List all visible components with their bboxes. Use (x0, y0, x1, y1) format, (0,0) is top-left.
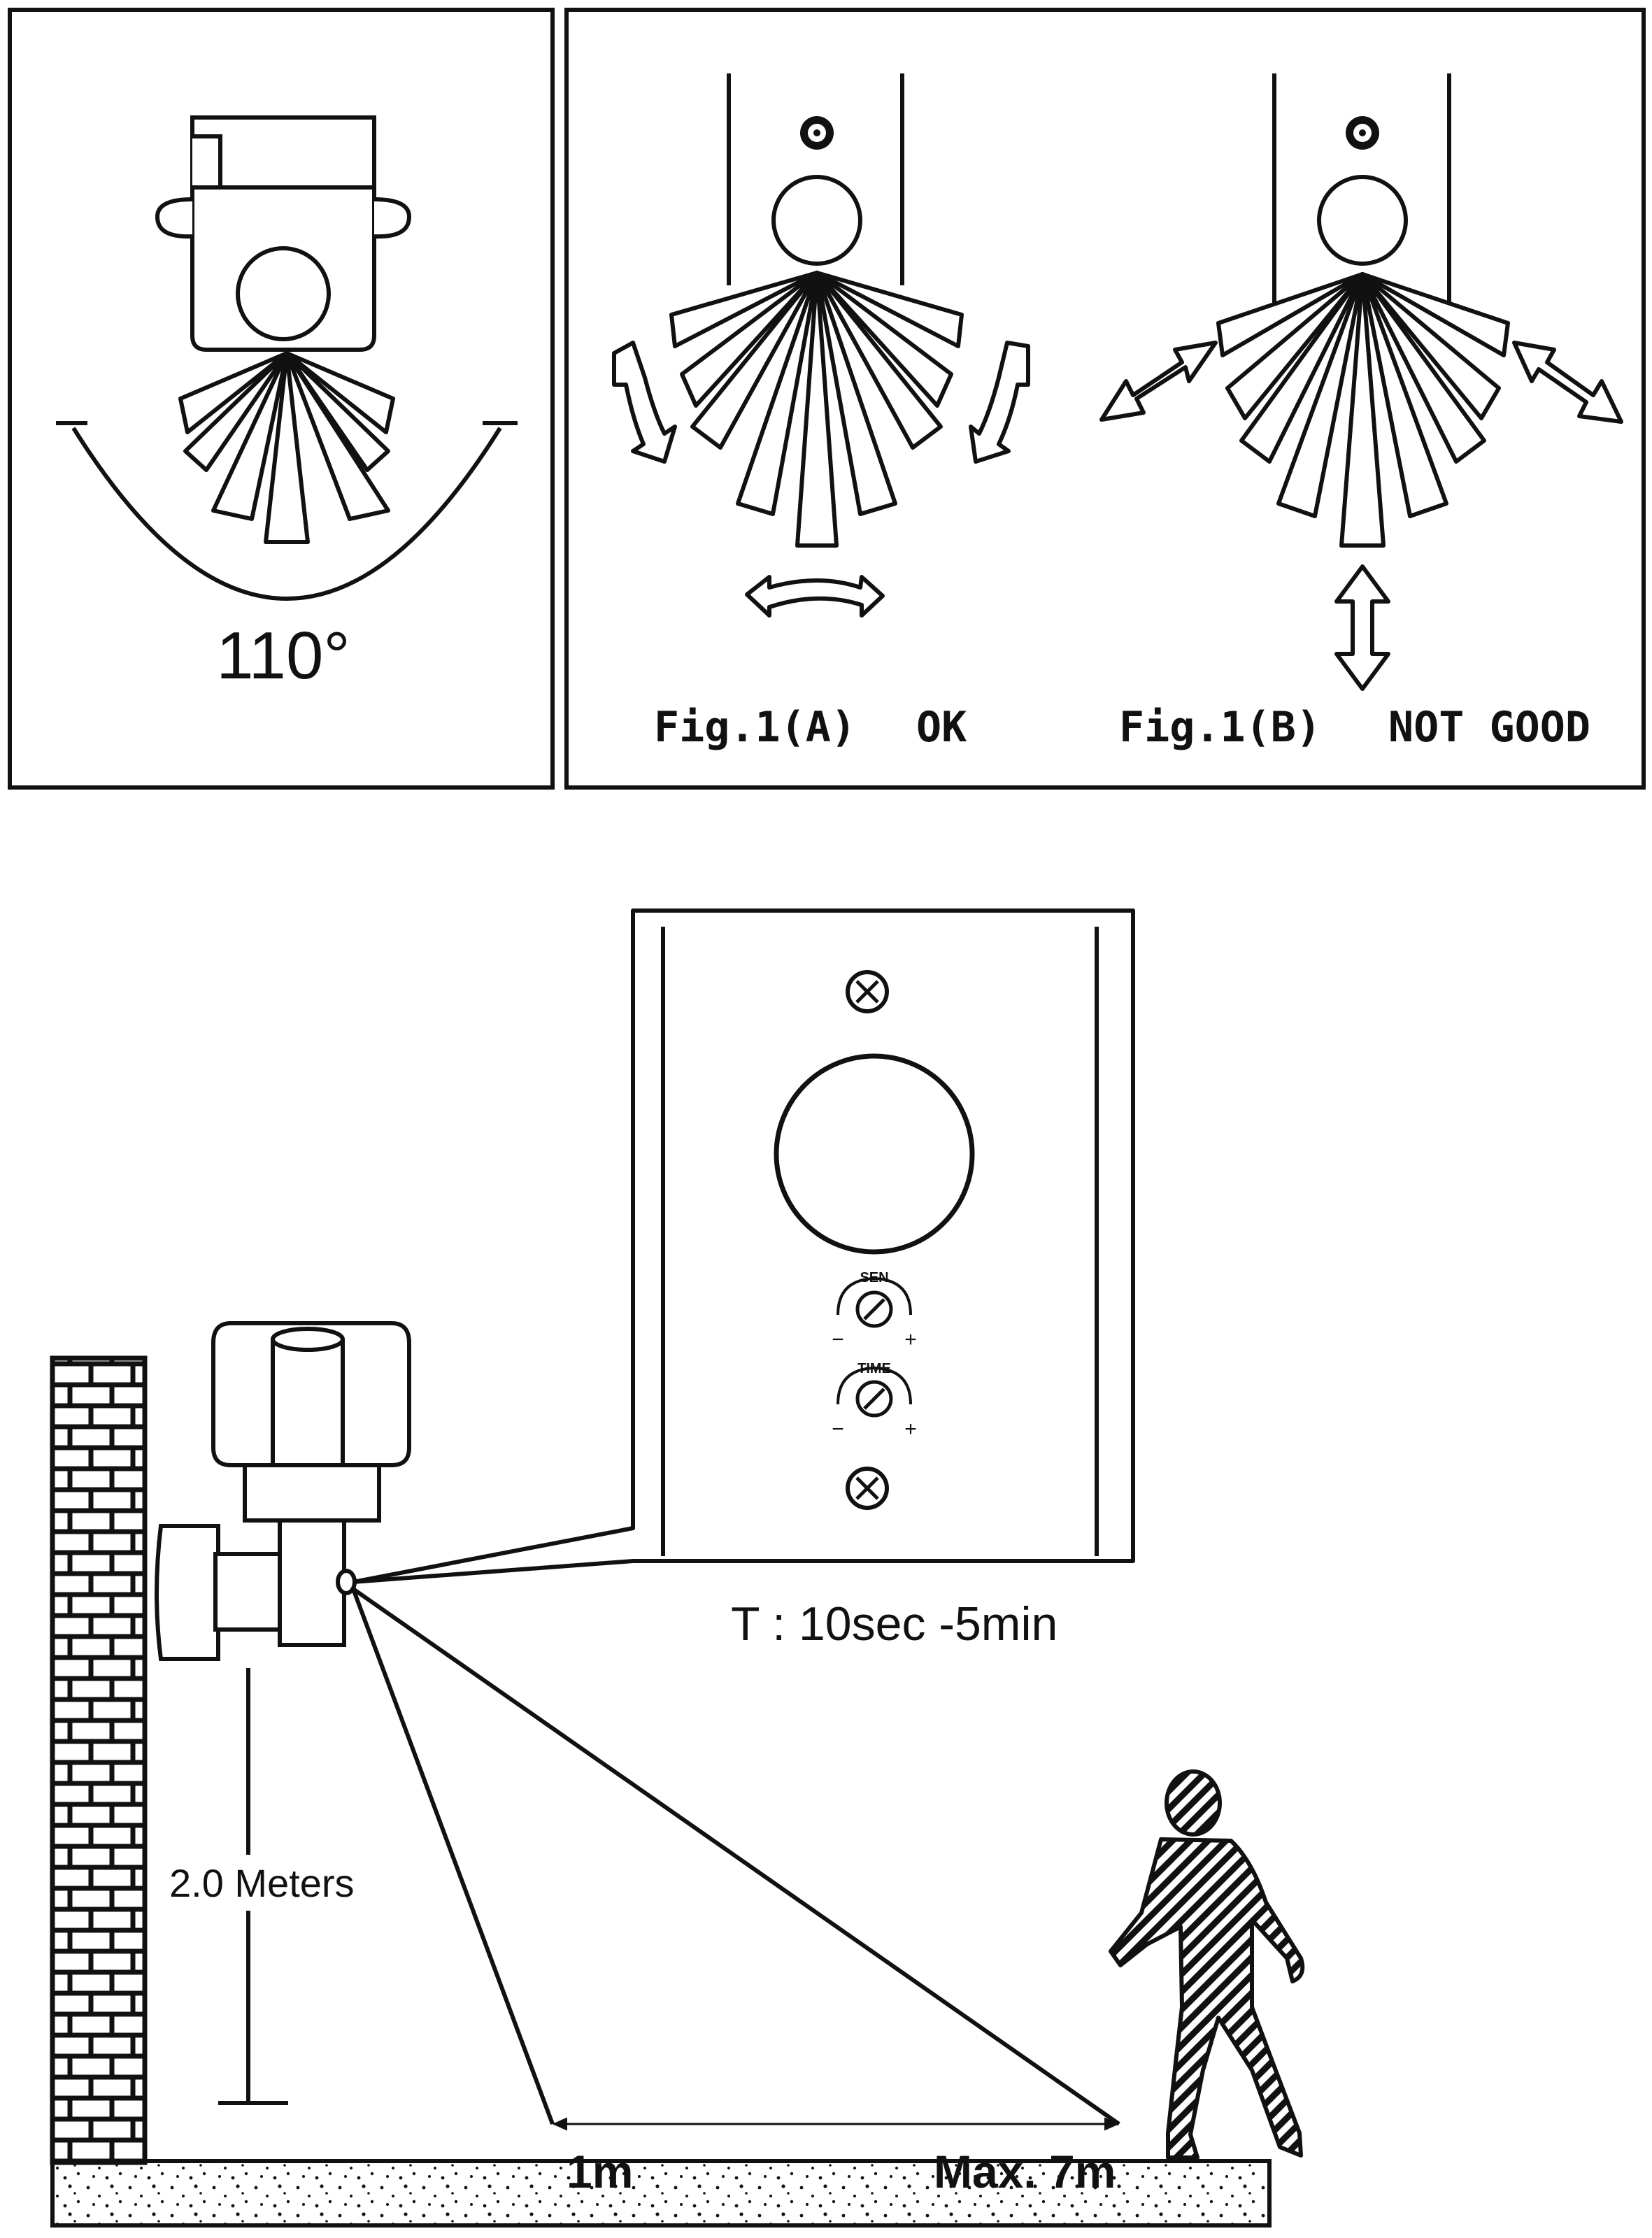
vertical-arrow-icon (1334, 564, 1390, 691)
sensor-head-icon (155, 115, 412, 352)
mount-height-label: 2.0 Meters (169, 1861, 355, 1905)
time-minus: − (832, 1418, 844, 1441)
detection-zone (351, 1587, 1120, 2131)
sensor-lens-icon (774, 1053, 975, 1255)
installation-scene: 2.0 Meters 1m Max. 7m (50, 1321, 1305, 2228)
knob-arc (836, 1276, 912, 1316)
fig-b-caption: Fig.1(B) (1119, 703, 1321, 752)
time-knob: TIME − + (832, 1361, 917, 1441)
brick-wall (50, 1355, 148, 2165)
sen-minus: − (832, 1328, 844, 1351)
top-screw-icon (846, 970, 889, 1013)
lens-icon (1317, 175, 1408, 266)
lens-icon (771, 175, 862, 266)
fig-a-correct-orientation: Fig.1(A) OK (612, 73, 1030, 752)
time-range-label: T : 10sec -5min (731, 1597, 1058, 1651)
fig-b-verdict: NOT GOOD (1388, 703, 1590, 752)
detection-beams-icon (669, 271, 964, 548)
max-range-label: Max. 7m (934, 2146, 1116, 2197)
fig-a-verdict: OK (916, 703, 967, 752)
ground (50, 2159, 1272, 2228)
angle-arc-icon (56, 421, 518, 601)
control-panel-detail: SEN − + TIME − + T : 10sec -5min (353, 908, 1135, 1651)
sensitivity-knob: SEN − + (832, 1270, 917, 1351)
rotate-right-arrow-icon (969, 341, 1030, 464)
fig-b-incorrect-orientation: Fig.1(B) NOT GOOD (1099, 73, 1623, 752)
min-range-label: 1m (567, 2146, 633, 2197)
callout-outline (353, 908, 1135, 1584)
detection-angle-label: 110° (216, 618, 350, 693)
fig-a-caption: Fig.1(A) (654, 703, 856, 752)
angle-panel: 110° (8, 8, 555, 790)
detection-beams-icon (178, 351, 395, 544)
rotate-left-arrow-icon (612, 341, 677, 464)
tilt-right-arrow-icon (1512, 341, 1623, 424)
detection-beams-icon (1216, 272, 1510, 548)
orientation-panel: Fig.1(A) OK (564, 8, 1646, 790)
tilt-left-arrow-icon (1099, 341, 1218, 422)
label-bg (168, 1855, 378, 1911)
sensor-lamp-icon (155, 1321, 411, 1661)
person-walking-icon (1109, 1769, 1305, 2160)
sen-plus: + (904, 1328, 917, 1351)
screw-icon (800, 116, 834, 150)
time-plus: + (904, 1418, 917, 1441)
bottom-screw-icon (846, 1467, 889, 1510)
rotate-bottom-arrow-icon (745, 575, 885, 618)
knob-arc (836, 1366, 912, 1405)
screw-icon (1346, 116, 1379, 150)
